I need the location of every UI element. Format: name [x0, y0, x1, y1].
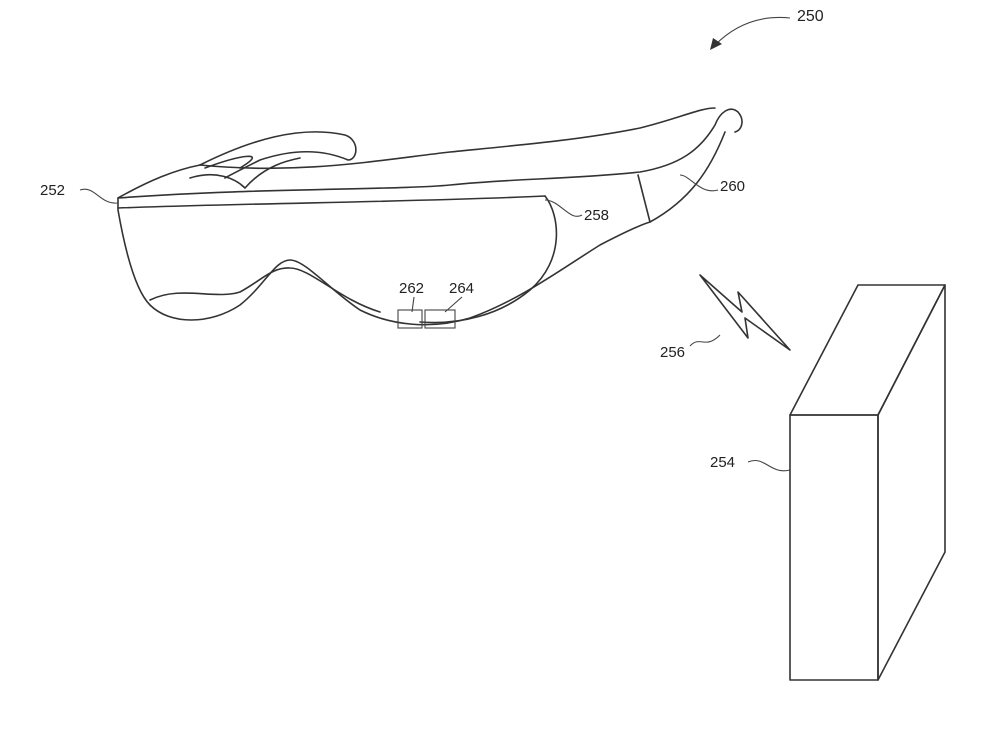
leader-262 [411, 296, 415, 313]
leader-258 [544, 199, 583, 217]
label-262: 262 [399, 280, 425, 297]
leader-260 [679, 174, 719, 192]
temple-band-edge [637, 174, 651, 223]
leader-264 [444, 296, 463, 313]
leader-254 [747, 459, 791, 472]
component-262 [397, 309, 423, 329]
label-264: 264 [449, 280, 475, 297]
leader-256 [689, 334, 721, 347]
label-254: 254 [710, 454, 736, 471]
label-258: 258 [584, 207, 610, 224]
smart-glasses-drawing [117, 107, 743, 329]
label-256: 256 [660, 344, 686, 361]
arrow-250 [714, 16, 791, 46]
external-device-box [789, 284, 946, 681]
lightning-bolt-icon [699, 274, 791, 351]
label-250: 250 [797, 8, 824, 25]
label-252: 252 [40, 182, 66, 199]
leader-252 [79, 188, 119, 204]
arrowhead-icon [710, 38, 722, 50]
component-264 [424, 309, 456, 329]
label-260: 260 [720, 178, 746, 195]
lens-outline [419, 195, 558, 324]
